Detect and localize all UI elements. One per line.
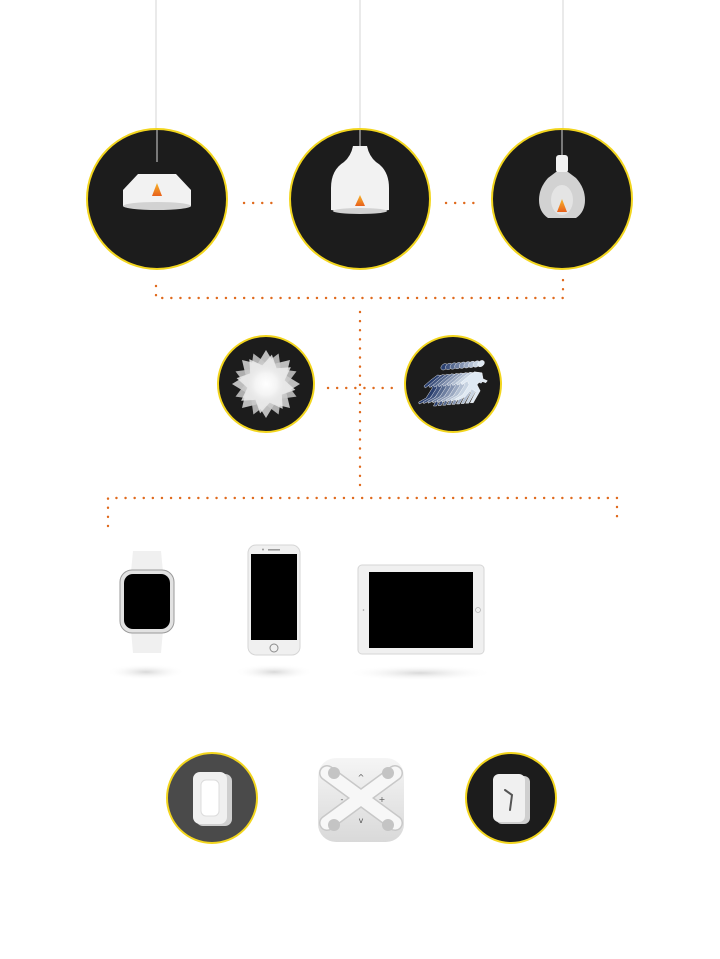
tablet-shadow [346,665,494,681]
bell-lamp-icon [331,146,389,214]
connector-device-bus [106,496,619,528]
flower-glow-icon [232,350,300,418]
x-remote[interactable]: ^ v - + [318,758,404,842]
hanging-cords [155,0,564,130]
remote-plus-symbol[interactable]: + [379,795,386,804]
watch-shadow [106,664,186,680]
bulb-pendant-lamp[interactable] [491,128,633,270]
dimmer-switch[interactable] [465,752,557,844]
dome-pendant-lamp[interactable] [86,128,228,270]
ambient-light-mode[interactable] [217,335,315,433]
phone-icon [247,544,301,656]
watch-icon [119,551,175,653]
connector-lamp-bus [154,278,565,300]
motion-mode[interactable] [404,335,502,433]
tablet[interactable] [346,564,494,681]
bell-pendant-lamp[interactable] [289,128,431,270]
remote-up-symbol[interactable]: ^ [358,773,365,782]
phone-shadow [234,664,314,680]
dotted-connectors [106,201,619,528]
wall-switch[interactable] [166,752,258,844]
smartphone[interactable] [234,544,314,680]
remote-down-symbol[interactable]: v [359,816,364,825]
bulb-lamp-icon [539,155,585,218]
x-remote-icon: ^ v - + [318,758,404,842]
smartwatch[interactable] [106,551,186,680]
wall-switch-icon [193,772,232,826]
remote-minus-symbol[interactable]: - [341,795,344,804]
runner-motion-icon [418,360,488,407]
dome-lamp-icon [123,174,191,210]
dimmer-switch-icon [493,774,530,824]
tablet-icon [357,564,485,655]
